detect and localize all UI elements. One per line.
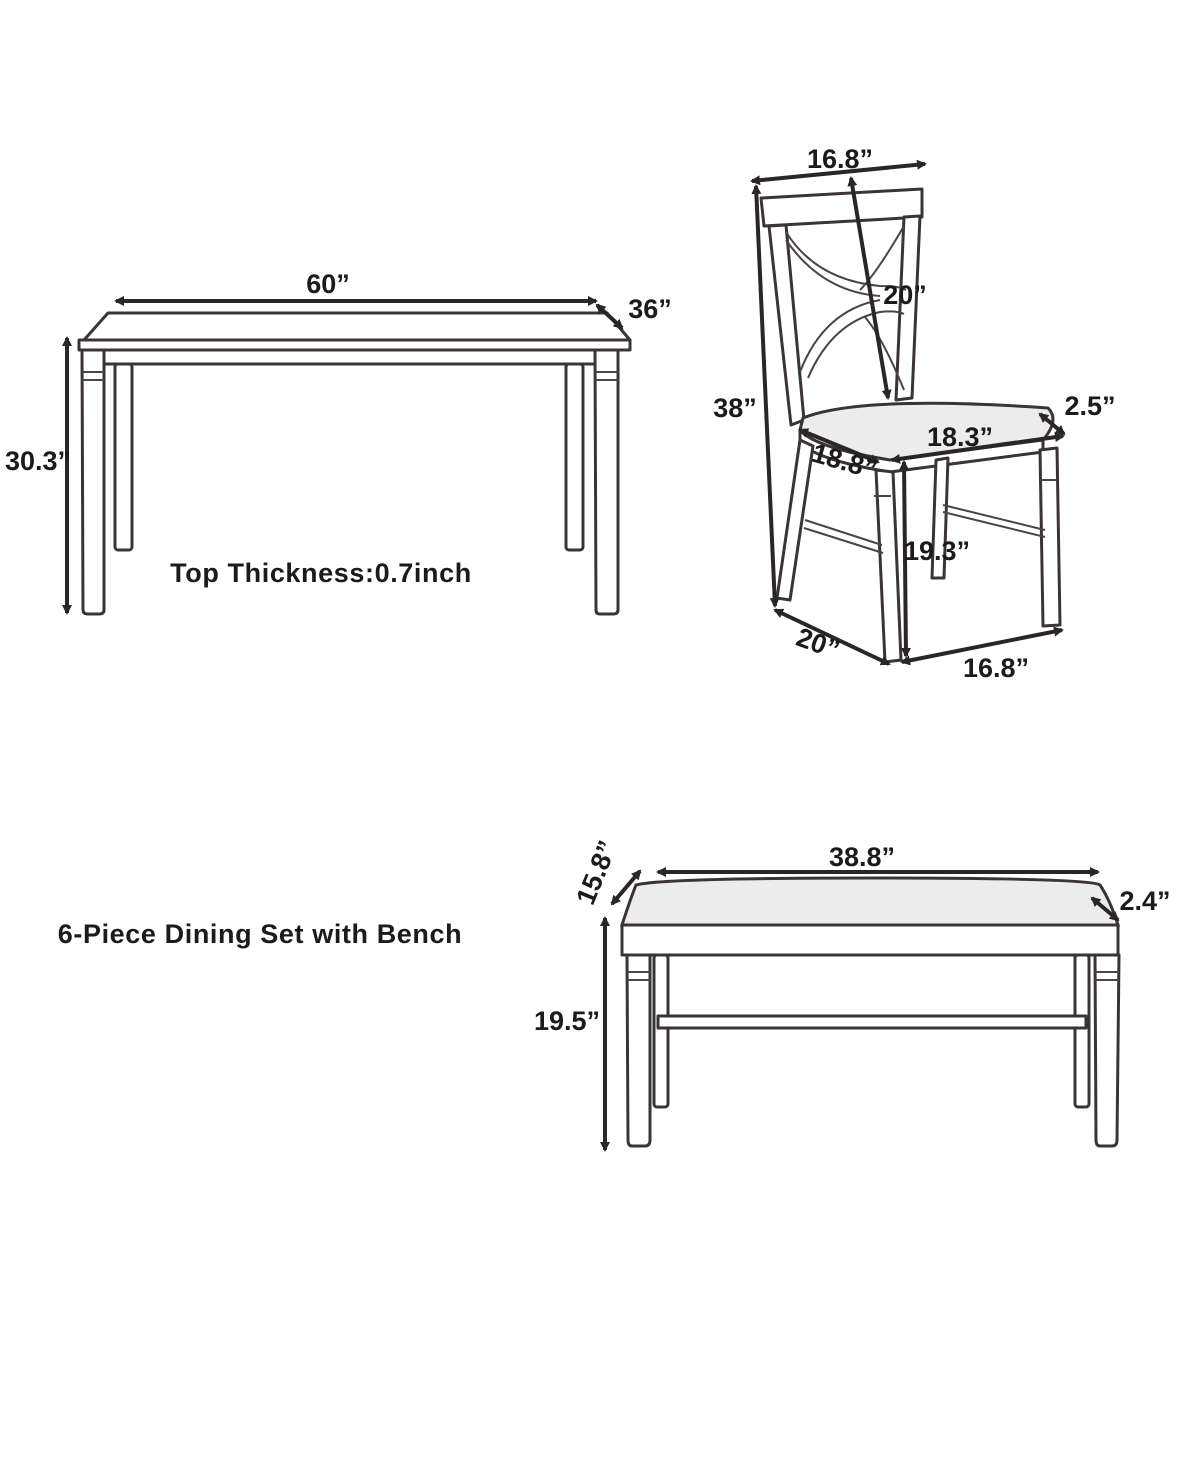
chair-seat-thickness-label: 2.5”	[1064, 391, 1115, 421]
table-height-label: 30.3”	[5, 446, 71, 476]
bench-drawing	[619, 876, 1121, 1148]
bench-depth-arrow	[610, 869, 642, 906]
bench-cushion-label: 2.4”	[1119, 886, 1170, 916]
chair-total-height-label: 38”	[713, 393, 757, 423]
chair-back-height-label: 20”	[883, 280, 927, 310]
bench-cushion-arrow	[1090, 896, 1120, 922]
chair-total-height-arrow	[751, 184, 780, 608]
chair-base-width-label: 16.8”	[963, 653, 1029, 683]
chair-seat-depth-arrow	[798, 428, 880, 464]
chair-seat-thickness-arrow	[1038, 412, 1066, 436]
chair-back-height-arrow	[847, 176, 892, 400]
chair-seat-height-label: 19.3”	[904, 536, 970, 566]
set-caption: 6-Piece Dining Set with Bench	[58, 919, 462, 949]
bench-dimension-lines	[600, 867, 1120, 1152]
table-depth-label: 36”	[628, 294, 672, 324]
bench-height-label: 19.5”	[534, 1006, 600, 1036]
chair-drawing	[759, 187, 1062, 664]
chair-seat-height-arrow	[899, 460, 911, 658]
chair-top-width-label: 16.8”	[807, 144, 873, 174]
chair-base-depth-label: 20”	[792, 622, 843, 665]
table-top-thickness-note: Top Thickness:0.7inch	[170, 558, 472, 588]
bench-length-label: 38.8”	[829, 842, 895, 872]
chair-top-width-arrow	[750, 159, 927, 186]
chair-base-width-arrow	[900, 626, 1064, 666]
table-depth-arrow	[595, 303, 624, 330]
chair-seat-width-arrow	[890, 432, 1065, 464]
table-dimension-lines	[62, 296, 624, 615]
chair-dimension-lines	[750, 159, 1066, 666]
chair-seat-width-label: 18.3”	[927, 422, 993, 452]
table-drawing	[77, 311, 632, 616]
chair-base-depth-arrow	[773, 608, 891, 666]
table-length-label: 60”	[306, 269, 350, 299]
